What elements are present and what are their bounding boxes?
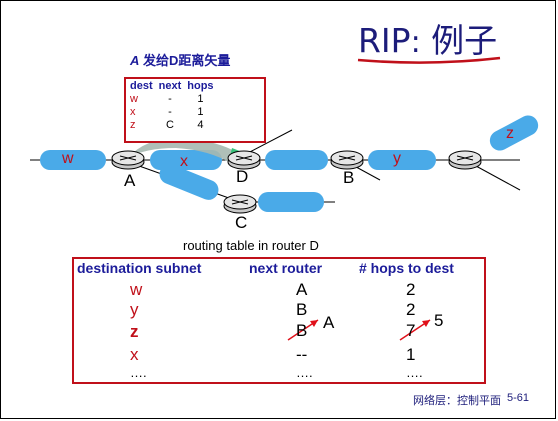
advertisement-box: [124, 77, 266, 143]
adv-cell-hops: 1: [197, 106, 204, 118]
adv-cell-hops: 4: [197, 119, 204, 131]
adv-header-hops: hops: [187, 80, 214, 92]
subnet-w-shape: [40, 150, 106, 170]
advertisement-caption: A 发给D距离矢量: [130, 50, 230, 69]
title-cjk: 例子: [431, 21, 498, 60]
adv-cell-next: -: [168, 93, 172, 105]
subnet-y-shape: [368, 150, 436, 170]
router-unlabeled-icon: [448, 150, 482, 170]
rt-cell-hops: 1: [406, 345, 416, 364]
rt-cell-next: A: [296, 280, 308, 299]
adv-row: x - 1: [130, 106, 220, 119]
adv-cell-dest: x: [130, 106, 136, 118]
rt-cell-hops: 2: [406, 300, 416, 319]
adv-header-dest: dest: [130, 80, 153, 92]
rt-header-destination: destination subnet: [77, 260, 202, 276]
advertisement-caption-letter: A: [130, 53, 140, 68]
rt-cell-dest: w: [130, 280, 143, 299]
router-b-label: B: [343, 168, 355, 187]
subnet-lower-left-shape: [159, 164, 219, 200]
router-a-icon: [111, 150, 145, 170]
router-c-icon: [223, 194, 257, 214]
routing-table-caption: routing table in router D: [183, 238, 319, 253]
router-c-label: C: [235, 213, 248, 232]
rt-header-next-router: next router: [249, 260, 323, 276]
adv-cell-dest: z: [130, 119, 136, 131]
rt-cell-hops: 2: [406, 280, 416, 299]
rt-cell-hops: ….: [406, 365, 423, 380]
rt-cell-next: ….: [296, 365, 313, 380]
subnet-x-label: x: [180, 153, 188, 170]
subnet-z-label: z: [506, 125, 514, 142]
subnet-z-shape: [489, 115, 539, 151]
adv-row: w - 1: [130, 93, 220, 106]
link-line-d-up: [243, 129, 293, 156]
rt-cell-dest: y: [130, 300, 139, 319]
rt-cell-next-updated: A: [323, 313, 335, 332]
rt-cell-next: --: [296, 345, 308, 364]
routing-table-box: [72, 257, 486, 384]
update-arrow-hops-head: [422, 320, 430, 327]
slide-title: RIP: 例子: [358, 14, 497, 62]
title-underline: [357, 56, 501, 64]
router-b-icon: [330, 150, 364, 170]
rt-cell-dest: ….: [130, 365, 147, 380]
router-a-label: A: [124, 171, 136, 190]
rt-header-hops: # hops to dest: [359, 260, 454, 276]
adv-cell-next: -: [168, 106, 172, 118]
adv-cell-next: C: [165, 119, 174, 131]
rt-cell-dest: x: [130, 345, 139, 364]
rt-cell-dest: z: [130, 322, 139, 341]
subnet-y-label: y: [393, 150, 401, 167]
adv-cell-dest: w: [130, 93, 138, 105]
advertisement-table: dest next hops w - 1 x - 1 z C 4: [130, 80, 220, 132]
rt-cell-next: B: [296, 321, 308, 340]
rt-cell-hops: 7: [406, 321, 416, 340]
rt-cell-next: B: [296, 300, 308, 319]
adv-row: z C 4: [130, 119, 220, 132]
title-latin: RIP: [358, 21, 411, 60]
subnet-mid-shape: [265, 150, 328, 170]
adv-cell-hops: 1: [197, 93, 204, 105]
update-arrow-next-head: [310, 320, 318, 327]
adv-header-next: next: [158, 80, 182, 92]
footer-text: 网络层：控制平面: [413, 394, 501, 407]
router-d-icon: [227, 150, 261, 170]
router-d-label: D: [236, 167, 249, 186]
title-colon: :: [410, 25, 421, 60]
subnet-w-label: w: [62, 150, 74, 167]
subnet-lower-right-shape: [258, 192, 324, 212]
page-number: 5-61: [507, 392, 530, 404]
advertisement-arrow: [128, 138, 244, 164]
advertisement-caption-text: 发给D距离矢量: [143, 53, 231, 68]
rt-cell-hops-updated: 5: [434, 311, 444, 330]
